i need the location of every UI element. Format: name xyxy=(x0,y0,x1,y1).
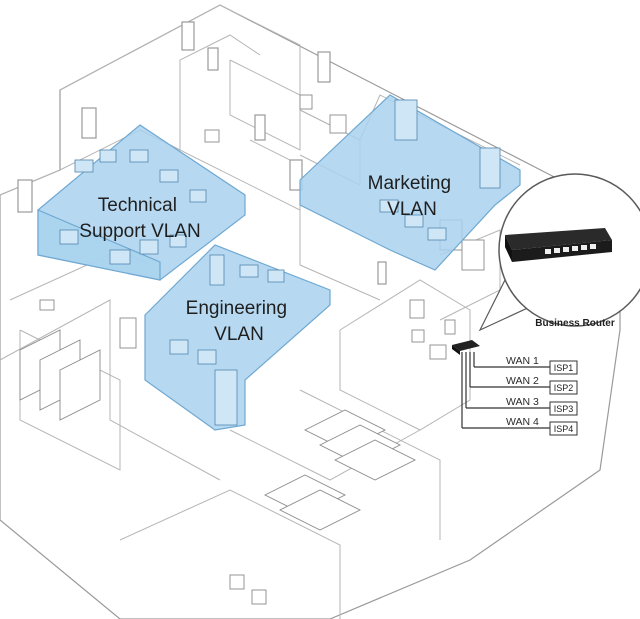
technical-support-vlan-label: Technical Support VLAN xyxy=(79,195,200,242)
wan-label: WAN 4 xyxy=(506,416,539,428)
isp-label: ISP4 xyxy=(554,424,574,434)
wan-wiring xyxy=(461,352,475,428)
router-caption: Business Router xyxy=(535,318,615,329)
office-furniture xyxy=(19,94,485,605)
router-callout: Business Router xyxy=(478,173,640,332)
isp-label: ISP2 xyxy=(554,383,574,393)
isp-label: ISP1 xyxy=(554,363,574,373)
wan-link-list: WAN 1 ISP1 WAN 2 ISP2 WAN 3 ISP3 WAN 4 I… xyxy=(462,355,578,436)
marketing-vlan-zone xyxy=(299,94,521,271)
marketing-line1: Marketing xyxy=(368,173,451,194)
technical-support-line1: Technical xyxy=(98,195,177,216)
business-router-icon xyxy=(505,228,612,262)
wan-label: WAN 2 xyxy=(506,375,539,387)
wan-link-row: WAN 2 ISP2 xyxy=(470,375,578,395)
marketing-line2: VLAN xyxy=(387,199,437,220)
engineering-line2: VLAN xyxy=(214,324,264,345)
marketing-vlan-label: Marketing VLAN xyxy=(368,173,457,220)
wan-link-row: WAN 1 ISP1 xyxy=(474,355,578,375)
engineering-vlan-label: Engineering VLAN xyxy=(186,298,293,345)
technical-support-vlan-zone xyxy=(37,124,246,281)
wan-link-row: WAN 4 ISP4 xyxy=(462,416,578,436)
isp-label: ISP3 xyxy=(554,404,574,414)
wan-link-row: WAN 3 ISP3 xyxy=(466,396,578,416)
wan-label: WAN 3 xyxy=(506,396,539,408)
engineering-vlan-zone xyxy=(144,244,331,431)
wan-label: WAN 1 xyxy=(506,355,539,367)
router-in-room-icon xyxy=(452,340,480,355)
technical-support-line2: Support VLAN xyxy=(79,221,200,242)
engineering-line1: Engineering xyxy=(186,298,287,319)
